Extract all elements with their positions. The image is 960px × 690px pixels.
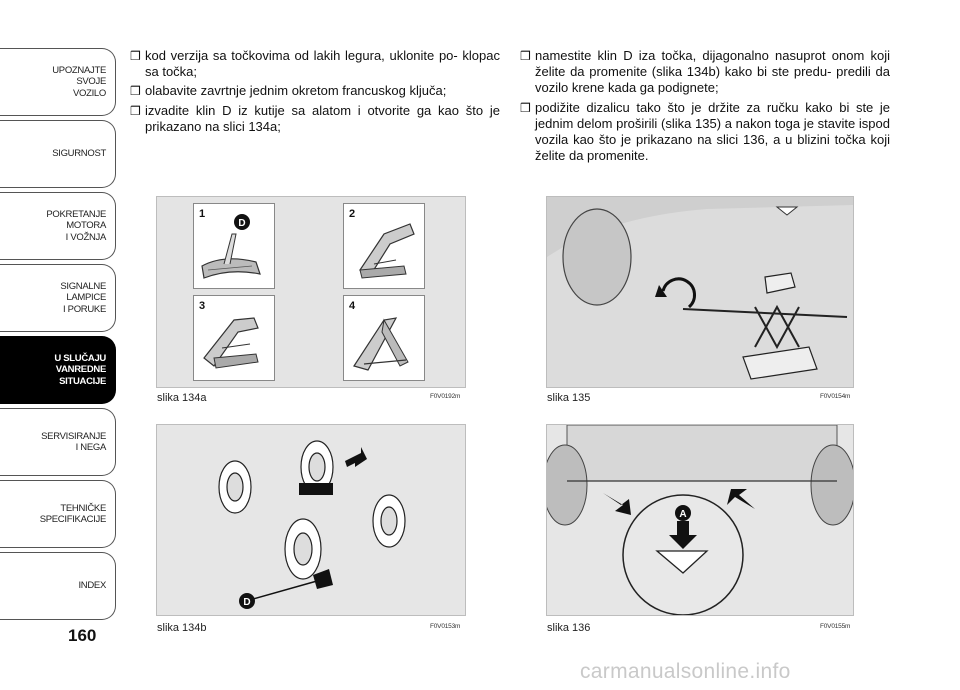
instruction-text: izvadite klin D iz kutije sa alatom i ot… [145, 102, 500, 134]
vehicle-underside-illustration: A [547, 425, 853, 615]
marker-a-label: A [679, 509, 686, 520]
figure-136-jack-points: A [546, 424, 854, 616]
tab-label: UPOZNAJTE SVOJE VOZILO [52, 64, 106, 99]
watermark-footer: carmanualsonline.info [580, 660, 791, 683]
tab-label: SIGURNOST [52, 148, 106, 160]
step-number: 2 [349, 208, 356, 220]
step-panel-2: 2 [343, 203, 425, 289]
instruction-text: kod verzija sa točkovima od lakih legura… [145, 48, 500, 80]
figure-code: F0V0154m [820, 393, 851, 400]
instruction-text: olabavite zavrtnje jednim okretom francu… [145, 83, 447, 99]
step-number: 1 [199, 208, 206, 220]
page-number: 160 [68, 626, 97, 645]
step-panel-4: 4 [343, 295, 425, 381]
step-number: 3 [199, 300, 206, 312]
step-number: 4 [349, 300, 356, 312]
figure-134b-chock-placement: D [156, 424, 466, 616]
tab-label: SERVISIRANJE I NEGA [41, 430, 106, 454]
list-item: ❒ namestite klin D iza točka, dijagonaln… [520, 48, 890, 97]
figure-caption: slika 134b [157, 622, 207, 634]
tab-tehnicke-specifikacije[interactable]: TEHNIČKE SPECIFIKACIJE [0, 480, 116, 548]
tab-label: POKRETANJE MOTORA I VOŽNJA [46, 208, 106, 243]
checkbox-bullet-icon: ❒ [520, 49, 531, 63]
figure-134a-wheel-chock-steps: 1 D 2 3 4 [156, 196, 466, 388]
checkbox-bullet-icon: ❒ [130, 103, 141, 118]
scissor-jack-illustration [547, 197, 853, 380]
chock-opening-illustration [359, 223, 415, 279]
figure-code: F0V0153m [430, 623, 461, 630]
list-item: ❒ kod verzija sa točkovima od lakih legu… [130, 48, 500, 80]
tab-upoznajte-svoje-vozilo[interactable]: UPOZNAJTE SVOJE VOZILO [0, 48, 116, 116]
marker-d-label: D [238, 218, 245, 229]
instruction-text: podižite dizalicu tako što je držite za … [535, 99, 890, 164]
figure-caption: slika 134a [157, 392, 207, 404]
tab-pokretanje-motora[interactable]: POKRETANJE MOTORA I VOŽNJA [0, 192, 116, 260]
chock-open-illustration [353, 317, 409, 371]
tab-label: INDEX [78, 580, 106, 592]
tab-label: U SLUČAJU VANREDNE SITUACIJE [54, 352, 106, 387]
checkbox-bullet-icon: ❒ [130, 49, 141, 63]
list-item: ❒ olabavite zavrtnje jednim okretom fran… [130, 83, 500, 99]
figure-caption: slika 136 [547, 622, 591, 634]
figure-code: F0V0155m [820, 623, 851, 630]
chock-unfolding-illustration [203, 317, 259, 369]
checkbox-bullet-icon: ❒ [130, 84, 141, 99]
figure-135-jack [546, 196, 854, 388]
wheels-with-chock-illustration: D [218, 440, 406, 609]
right-text-column: ❒ namestite klin D iza točka, dijagonaln… [520, 48, 890, 167]
chock-folded-illustration: D [201, 214, 261, 279]
list-item: ❒ podižite dizalicu tako što je držite z… [520, 100, 890, 165]
tab-index[interactable]: INDEX [0, 552, 116, 620]
tab-servisiranje[interactable]: SERVISIRANJE I NEGA [0, 408, 116, 476]
figure-code: F0V0192m [430, 393, 461, 400]
marker-d-label: D [243, 597, 250, 608]
checkbox-bullet-icon: ❒ [520, 100, 531, 115]
list-item: ❒ izvadite klin D iz kutije sa alatom i … [130, 103, 500, 135]
tab-vanredne-situacije[interactable]: U SLUČAJU VANREDNE SITUACIJE [0, 336, 116, 404]
tab-sigurnost[interactable]: SIGURNOST [0, 120, 116, 188]
tab-label: SIGNALNE LAMPICE I PORUKE [60, 280, 106, 315]
instruction-text: namestite klin D iza točka, dijagonalno … [535, 48, 890, 96]
tab-label: TEHNIČKE SPECIFIKACIJE [39, 502, 107, 526]
left-text-column: ❒ kod verzija sa točkovima od lakih legu… [130, 48, 500, 138]
step-panel-3: 3 [193, 295, 275, 381]
tab-signalne-lampice[interactable]: SIGNALNE LAMPICE I PORUKE [0, 264, 116, 332]
step-panel-1: 1 D [193, 203, 275, 289]
figure-caption: slika 135 [547, 392, 591, 404]
